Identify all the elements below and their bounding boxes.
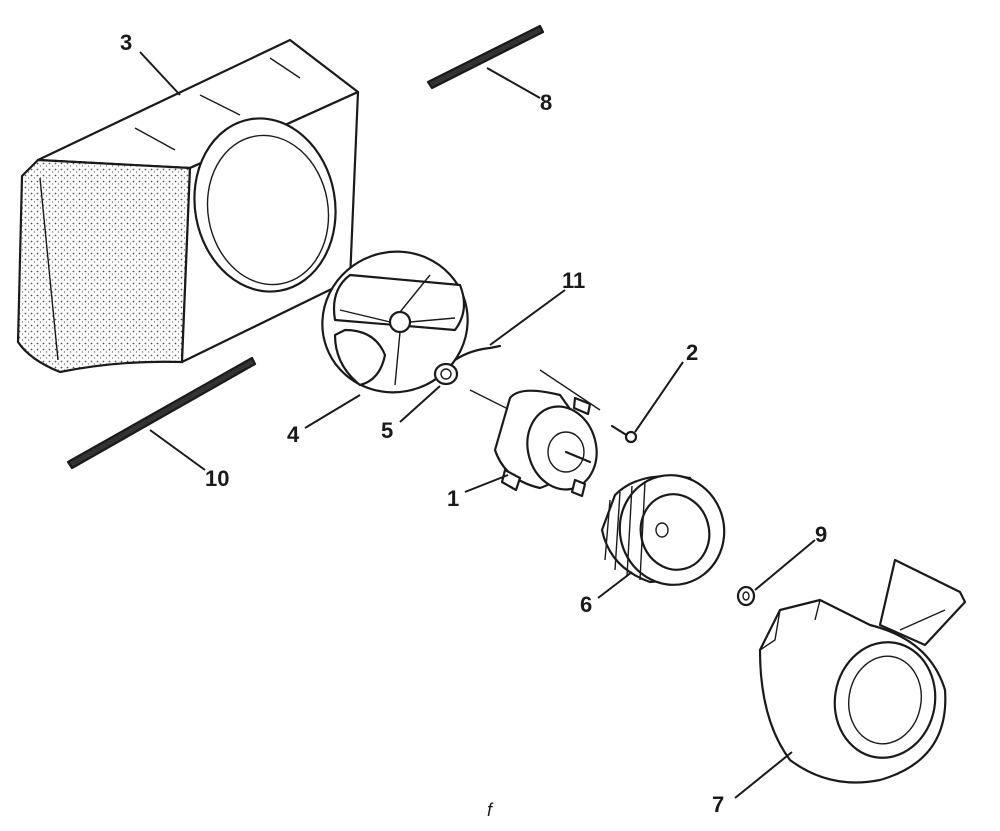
label-5: 5 [381,418,393,443]
strip-lower-part [66,356,257,470]
wire-clip-part [453,344,502,362]
label-1: 1 [447,486,459,511]
housing-part [16,38,360,374]
label-6: 6 [580,592,592,617]
leader-lines [139,51,816,799]
blower-wheel-part [600,474,726,586]
blower-motor-part [469,369,601,498]
label-11: 11 [562,268,585,293]
label-9: 9 [815,522,827,547]
label-3: 3 [120,30,132,55]
label-2: 2 [686,340,698,365]
callout-labels: 3 8 11 2 4 5 10 1 6 9 7 f [120,30,827,820]
label-4: 4 [287,422,300,447]
label-7: 7 [712,792,724,817]
clip-part [736,585,756,607]
strip-upper-part [426,24,545,90]
footer-mark: f [487,800,494,820]
scroll-housing-part [758,558,967,784]
label-10: 10 [205,466,229,491]
screw-part [610,424,638,444]
label-8: 8 [540,90,552,115]
grommet-part [433,362,459,386]
motor-mount-part [321,250,469,394]
